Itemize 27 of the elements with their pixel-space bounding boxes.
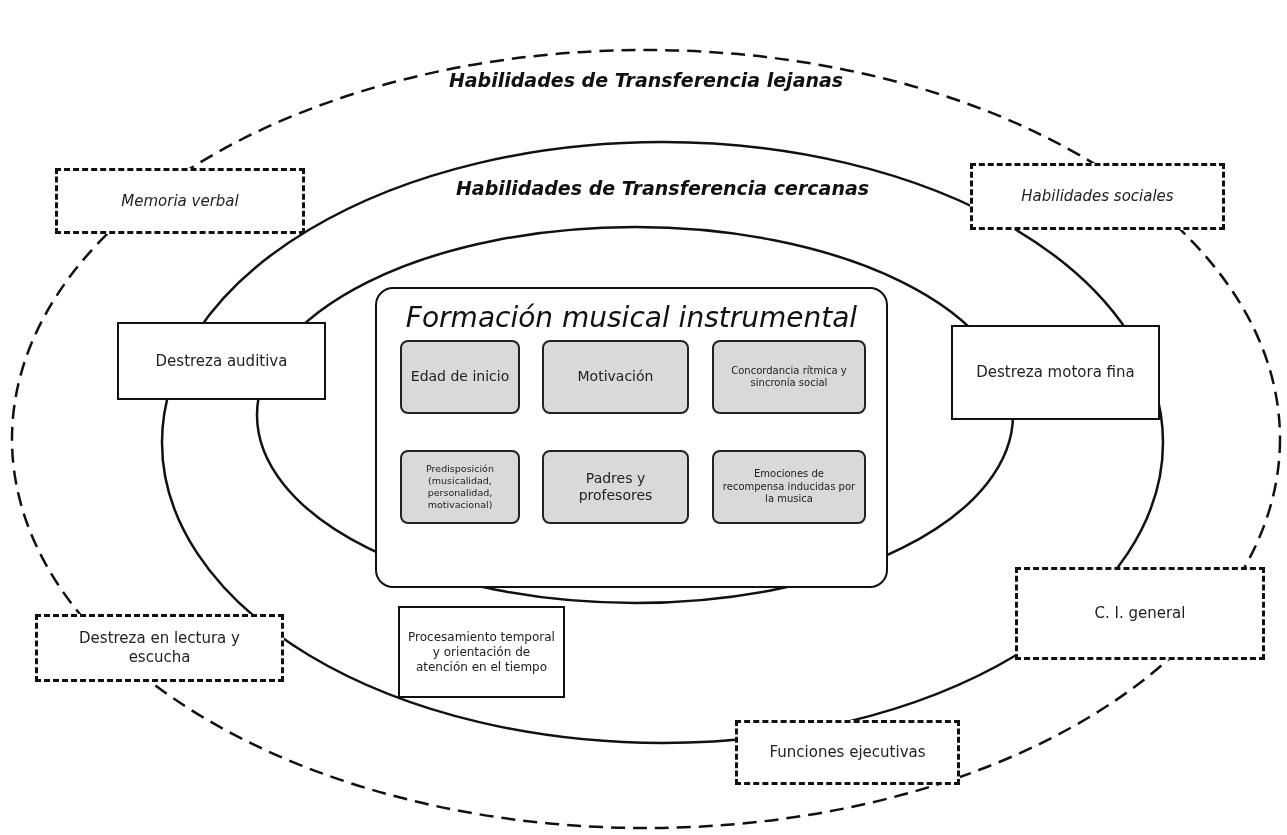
box-label: Edad de inicio (410, 368, 510, 386)
box-label: Motivación (577, 368, 654, 386)
skill-box (117, 322, 326, 400)
box-label: Destreza motora fina (976, 363, 1135, 382)
box-label: Destreza en lectura y escucha (78, 629, 241, 667)
factor-box (542, 450, 689, 524)
box-label: Emociones de recompensa inducidas por la musica (722, 468, 856, 506)
panel-heading: Formación musical instrumental (405, 300, 858, 336)
factor-box (400, 340, 520, 414)
ellipse-heading: Habilidades de Transferencia cercanas (455, 176, 870, 201)
box-label: Destreza auditiva (155, 351, 288, 371)
skill-box (398, 606, 565, 698)
factor-box (542, 340, 689, 414)
box-label: Procesamiento temporal y orientación de atención en el tiempo (408, 629, 555, 675)
box-label: Padres y profesores (577, 469, 654, 505)
box-label: C. I. general (1094, 604, 1186, 623)
skill-box (951, 325, 1160, 420)
box-label: Concordancia rítmica y sincronía social (730, 364, 848, 390)
factor-box (712, 340, 866, 414)
box-label: Funciones ejecutivas (769, 743, 926, 762)
factor-box (400, 450, 520, 524)
factor-box (712, 450, 866, 524)
ellipse-heading: Habilidades de Transferencia lejanas (448, 68, 844, 93)
box-label: Memoria verbal (121, 191, 239, 211)
box-label: Habilidades sociales (1021, 187, 1174, 206)
rounded-panel (375, 287, 888, 588)
box-label: Predisposición (musicalidad, personalidad, motivacional) (425, 463, 495, 511)
